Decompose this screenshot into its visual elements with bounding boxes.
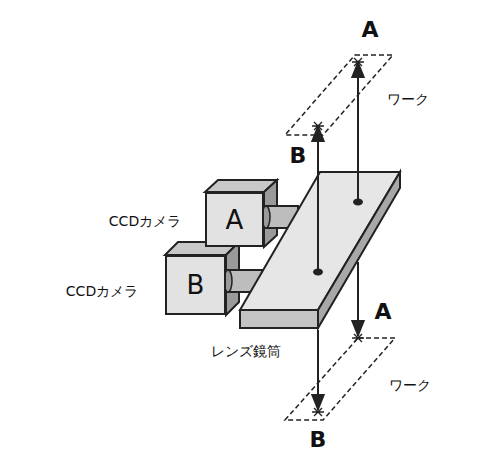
position-letter: B	[290, 144, 307, 168]
camera-letter: B	[187, 270, 205, 300]
optical-axis	[357, 262, 359, 336]
position-letter: A	[374, 300, 391, 324]
camera-box: B	[165, 255, 226, 315]
camera-box: A	[205, 192, 264, 247]
lens-barrel-front	[240, 310, 318, 328]
optical-axis	[357, 62, 359, 202]
workpiece-bottom	[285, 338, 395, 420]
focus-marks	[312, 58, 364, 416]
camera-label: CCDカメラ	[109, 214, 181, 229]
workpiece-label: ワーク	[387, 92, 429, 107]
position-letter: B	[310, 428, 327, 452]
lens-barrel-label: レンズ鏡筒	[211, 344, 281, 359]
lens-barrel	[240, 172, 400, 310]
workpiece-top	[285, 55, 393, 135]
camera-label: CCDカメラ	[66, 284, 138, 299]
optical-axis	[317, 126, 319, 272]
optical-axis	[317, 330, 319, 410]
position-letter: A	[361, 18, 378, 42]
workpiece-label: ワーク	[389, 378, 431, 393]
camera-letter: A	[226, 205, 244, 235]
